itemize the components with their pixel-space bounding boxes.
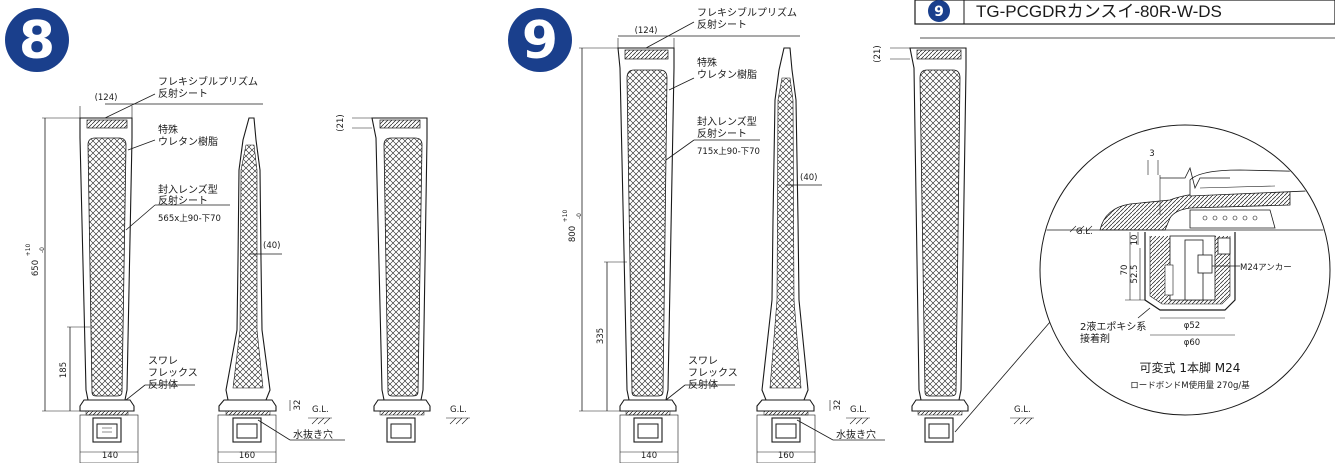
figure-8-front-view <box>79 117 139 463</box>
figure-9-gl-2: G.L. <box>1014 405 1031 415</box>
figure-9-label-base-1: スワレ <box>688 356 718 367</box>
figure-8-label-base-3: 反射体 <box>148 379 178 391</box>
detail-dim-3: 3 <box>1149 149 1154 159</box>
figure-9-label-lens-2: 反射シート <box>697 128 747 140</box>
figure-8-label-prism-1: フレキシブルプリズム <box>158 75 258 88</box>
figure-9-dim-32: 32 <box>833 400 843 411</box>
detail-d60: φ60 <box>1184 338 1200 348</box>
figure-9-label-prism-2: 反射シート <box>697 19 747 31</box>
figure-8-dim-height: 650 <box>31 260 41 276</box>
figure-9-label-lens-1: 封入レンズ型 <box>697 115 757 128</box>
figure-9-number: 9 <box>522 11 558 71</box>
header-badge-number: 9 <box>934 4 944 20</box>
figure-8-label-base-2: フレックス <box>148 367 198 379</box>
figure-9-label-special-2: ウレタン樹脂 <box>697 68 757 81</box>
figure-8-gl-2: G.L. <box>450 405 467 415</box>
figure-9-dim-height: 800 <box>568 226 578 242</box>
figure-9-badge <box>508 8 572 72</box>
product-header: 9 TG-PCGDRカンスイ-80R-W-DS <box>914 0 1335 39</box>
figure-9-label-special-1: 特殊 <box>697 56 717 69</box>
detail-type: 可変式 1本脚 M24 <box>1140 360 1241 375</box>
figure-9-rear-view <box>909 47 969 443</box>
figure-9-width-mid: 160 <box>778 451 794 461</box>
figure-8-label-prism-2: 反射シート <box>158 88 208 100</box>
detail-dim-70: 70 <box>1120 265 1130 276</box>
figure-8-dim-lower: 185 <box>59 362 69 378</box>
figure-9-dim-thick: (40) <box>800 173 817 183</box>
figure-9-dim-height-tol: +10 <box>562 209 569 222</box>
figure-8: 8 (124) フレキシブルプリズム 反射シート 特殊 ウレタン樹脂 封入レンズ… <box>5 8 470 463</box>
figure-8-dim-height-tol: +10 <box>25 243 32 256</box>
figure-8-lens-size: 565x上90-下70 <box>158 214 221 224</box>
figure-9-dim-top: (124) <box>635 26 658 36</box>
detail-usage: ロードボンドM使用量 270g/基 <box>1130 380 1250 391</box>
figure-8-dim-32: 32 <box>293 400 303 411</box>
figure-8-width-left: 140 <box>102 451 118 461</box>
detail-anchor-label: M24アンカー <box>1240 263 1292 273</box>
product-name: TG-PCGDRカンスイ-80R-W-DS <box>976 2 1222 21</box>
header-badge <box>928 0 950 22</box>
figure-9-lens-size: 715x上90-下70 <box>697 147 760 157</box>
figure-8-dim-height-tol2: -0 <box>39 247 46 253</box>
figure-9-dim-height-tol2: -0 <box>576 213 583 219</box>
detail-adhesive-1: 2液エポキシ系 <box>1080 320 1146 333</box>
figure-9-width-left: 140 <box>641 451 657 461</box>
figure-8-label-lens-2: 反射シート <box>158 195 208 207</box>
figure-9-dim-21: (21) <box>873 45 883 62</box>
figure-8-label-lens-1: 封入レンズ型 <box>158 183 218 196</box>
anchor-detail: 3 G.L. 10 70 52.5 M24アンカー 2液エポキシ系 接着剤 φ5… <box>1039 124 1331 416</box>
figure-8-drain: 水抜き穴 <box>293 428 333 441</box>
detail-gl: G.L. <box>1076 227 1093 237</box>
figure-8-badge <box>5 8 69 72</box>
detail-adhesive-2: 接着剤 <box>1080 332 1110 345</box>
figure-8-side-view <box>217 117 277 463</box>
figure-8-label-base-1: スワレ <box>148 356 178 367</box>
figure-9-dim-lower: 335 <box>596 328 606 344</box>
detail-dim-10: 10 <box>1130 235 1140 246</box>
figure-9: 9 (124) フレキシブルプリズム 反射シート 特殊 ウレタン樹脂 封入レンズ… <box>508 6 1051 463</box>
figure-8-dim-top: (124) <box>95 93 118 103</box>
figure-8-rear-view <box>371 117 431 443</box>
figure-8-label-special-2: ウレタン樹脂 <box>158 135 218 148</box>
figure-9-label-base-2: フレックス <box>688 367 738 379</box>
figure-8-number: 8 <box>19 11 55 71</box>
figure-8-label-special-1: 特殊 <box>158 123 178 136</box>
figure-9-side-view <box>756 47 816 463</box>
figure-8-width-mid: 160 <box>239 451 255 461</box>
figure-9-front-view <box>617 47 679 463</box>
figure-9-drain: 水抜き穴 <box>836 428 876 441</box>
figure-9-label-prism-1: フレキシブルプリズム <box>697 6 797 19</box>
detail-dim-52-5: 52.5 <box>1130 265 1140 284</box>
figure-8-dim-thick: (40) <box>263 241 280 251</box>
figure-8-dim-21: (21) <box>336 114 346 131</box>
detail-d52: φ52 <box>1184 321 1200 331</box>
figure-9-label-base-3: 反射体 <box>688 379 718 391</box>
figure-8-gl-1: G.L. <box>312 405 329 415</box>
figure-9-gl-1: G.L. <box>850 405 867 415</box>
